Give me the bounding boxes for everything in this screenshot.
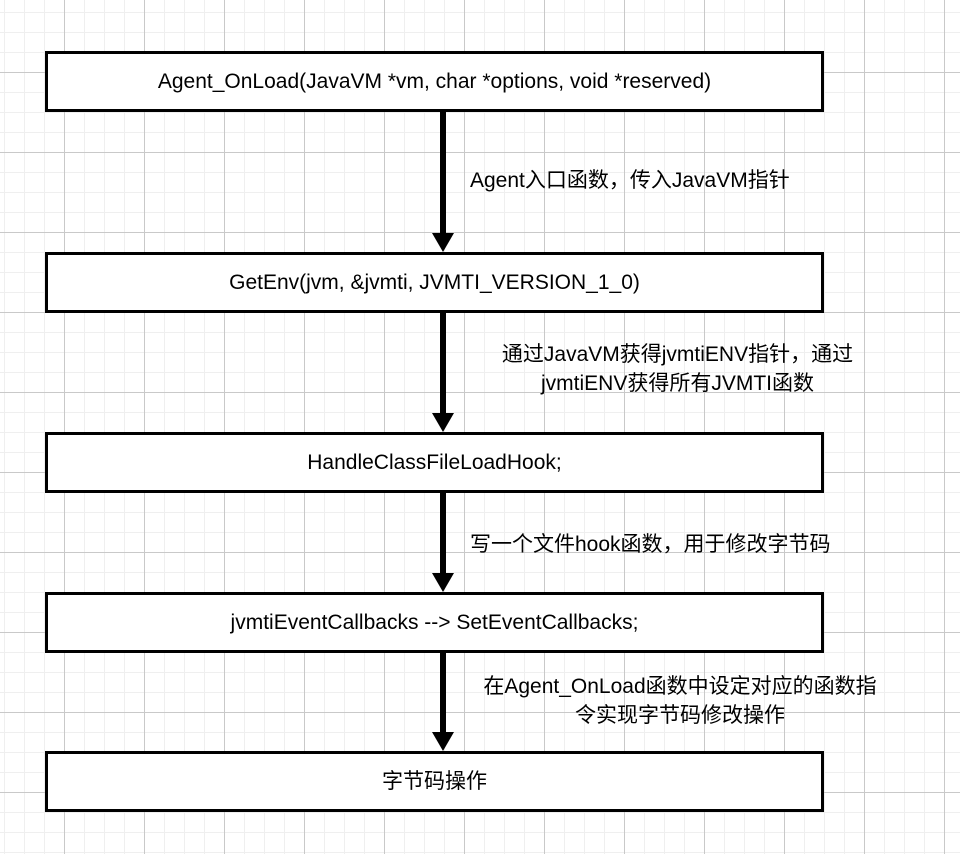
flow-edge-4-label: 在Agent_OnLoad函数中设定对应的函数指 令实现字节码修改操作 [483, 675, 877, 727]
flow-node-agent-onload[interactable]: Agent_OnLoad(JavaVM *vm, char *options, … [45, 51, 824, 112]
flow-edge-2-line [440, 312, 446, 414]
flow-edge-2-arrowhead-icon [432, 413, 454, 432]
flow-edge-1-label: Agent入口函数，传入JavaVM指针 [470, 169, 790, 192]
flow-edge-1-arrowhead-icon [432, 233, 454, 252]
flow-node-set-event-callbacks[interactable]: jvmtiEventCallbacks --> SetEventCallback… [45, 592, 824, 653]
flow-node-bytecode-operation[interactable]: 字节码操作 [45, 751, 824, 812]
flow-edge-3-line [440, 492, 446, 574]
flow-node-label: jvmtiEventCallbacks --> SetEventCallback… [230, 610, 639, 634]
flow-edge-3-arrowhead-icon [432, 573, 454, 592]
flow-edge-3-label: 写一个文件hook函数，用于修改字节码 [470, 533, 831, 556]
flow-node-label: HandleClassFileLoadHook; [307, 450, 562, 474]
flow-edge-4-line [440, 652, 446, 733]
flow-edge-4-arrowhead-icon [432, 732, 454, 751]
flow-node-label: 字节码操作 [382, 769, 487, 793]
flow-node-getenv[interactable]: GetEnv(jvm, &jvmti, JVMTI_VERSION_1_0) [45, 252, 824, 313]
flow-edge-1-line [440, 112, 446, 234]
flow-node-label: Agent_OnLoad(JavaVM *vm, char *options, … [157, 69, 712, 93]
flow-node-label: GetEnv(jvm, &jvmti, JVMTI_VERSION_1_0) [229, 270, 640, 294]
flow-edge-2-label: 通过JavaVM获得jvmtiENV指针，通过 jvmtiENV获得所有JVMT… [501, 343, 854, 395]
flow-node-handle-class-file-load-hook[interactable]: HandleClassFileLoadHook; [45, 432, 824, 493]
